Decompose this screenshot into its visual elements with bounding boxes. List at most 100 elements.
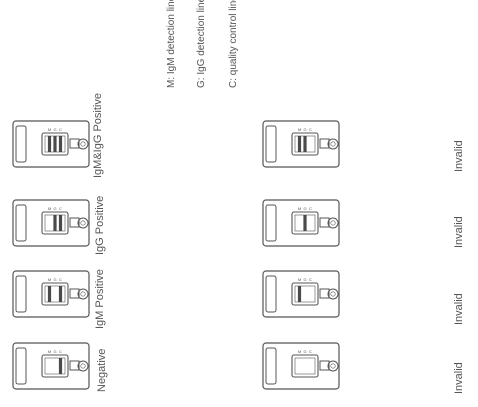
- buffer-well: [77, 217, 89, 229]
- result-window: [291, 211, 319, 235]
- sample-well: [319, 360, 330, 371]
- test-band: [58, 358, 63, 374]
- sample-well: [319, 138, 330, 149]
- result-window: [41, 211, 69, 235]
- band-mark-c: C: [309, 277, 312, 282]
- sample-well: [69, 138, 80, 149]
- result-label-1: IgG Positive: [94, 196, 106, 255]
- band-mark-g: G: [53, 349, 56, 354]
- sample-well: [69, 288, 80, 299]
- result-text: IgG Positive: [94, 195, 106, 255]
- band-mark-c: C: [59, 127, 62, 132]
- result-label-4: Invalid: [453, 140, 465, 172]
- buffer-well-inner: [330, 363, 336, 369]
- result-text: Negative: [96, 348, 108, 392]
- legend-control-text: C: quality control line: [228, 0, 239, 88]
- buffer-well: [327, 360, 339, 372]
- buffer-well: [327, 217, 339, 229]
- buffer-well-inner: [330, 220, 336, 226]
- legend-igm-text: M: IgM detection line: [166, 0, 177, 88]
- buffer-well-inner: [80, 220, 86, 226]
- buffer-well-inner: [330, 291, 336, 297]
- result-label-6: Invalid: [453, 293, 465, 325]
- band-mark-m: M: [298, 277, 301, 282]
- band-mark-m: M: [298, 349, 301, 354]
- result-label-5: Invalid: [453, 216, 465, 248]
- result-window: [41, 354, 69, 378]
- result-text: Invalid: [453, 216, 465, 248]
- test-band: [297, 136, 302, 152]
- buffer-well: [327, 288, 339, 300]
- window-inner: [44, 357, 66, 375]
- result-text: Invalid: [453, 362, 465, 394]
- band-mark-c: C: [59, 277, 62, 282]
- result-window: [291, 354, 319, 378]
- cassette-body: [262, 342, 340, 390]
- buffer-well-inner: [80, 363, 86, 369]
- buffer-well: [77, 138, 89, 150]
- cassette-grip: [15, 125, 27, 163]
- result-window: [41, 282, 69, 306]
- cassette-grip: [15, 204, 27, 242]
- window-inner: [44, 285, 66, 303]
- cassette-grip: [15, 347, 27, 385]
- result-text: IgM&IgG Positive: [92, 93, 104, 178]
- band-mark-m: M: [298, 127, 301, 132]
- band-mark-c: C: [59, 349, 62, 354]
- band-mark-g: G: [303, 206, 306, 211]
- result-text: Invalid: [453, 293, 465, 325]
- band-mark-g: G: [53, 206, 56, 211]
- buffer-well: [77, 360, 89, 372]
- buffer-well-inner: [330, 141, 336, 147]
- result-label-7: Invalid: [453, 362, 465, 394]
- band-mark-c: C: [309, 127, 312, 132]
- window-inner: [294, 285, 316, 303]
- band-mark-c: C: [309, 206, 312, 211]
- legend-igg-line: G: IgG detection line: [196, 0, 207, 88]
- result-label-3: Negative: [96, 349, 108, 392]
- cassette-body: [12, 199, 90, 247]
- sample-well: [319, 217, 330, 228]
- test-band: [303, 136, 307, 152]
- cassette-grip: [265, 204, 277, 242]
- window-inner: [294, 357, 316, 375]
- band-mark-m: M: [48, 349, 51, 354]
- band-mark-g: G: [303, 277, 306, 282]
- result-text: Invalid: [453, 140, 465, 172]
- sample-well: [69, 217, 80, 228]
- result-label-2: IgM Positive: [94, 269, 106, 329]
- result-window: [291, 282, 319, 306]
- buffer-well: [77, 288, 89, 300]
- band-mark-g: G: [303, 349, 306, 354]
- test-band: [53, 215, 57, 231]
- test-band: [53, 136, 57, 152]
- band-mark-g: G: [303, 127, 306, 132]
- legend-igg-text: G: IgG detection line: [196, 0, 207, 88]
- cassette-grip: [265, 125, 277, 163]
- cassette-body: [12, 342, 90, 390]
- legend-control-line: C: quality control line: [228, 0, 239, 88]
- test-band: [47, 136, 52, 152]
- band-mark-c: C: [59, 206, 62, 211]
- band-mark-m: M: [48, 277, 51, 282]
- result-window: [41, 132, 69, 156]
- test-band: [47, 286, 52, 302]
- result-label-0: IgM&IgG Positive: [92, 93, 104, 178]
- cassette-grip: [265, 275, 277, 313]
- test-band: [303, 215, 307, 231]
